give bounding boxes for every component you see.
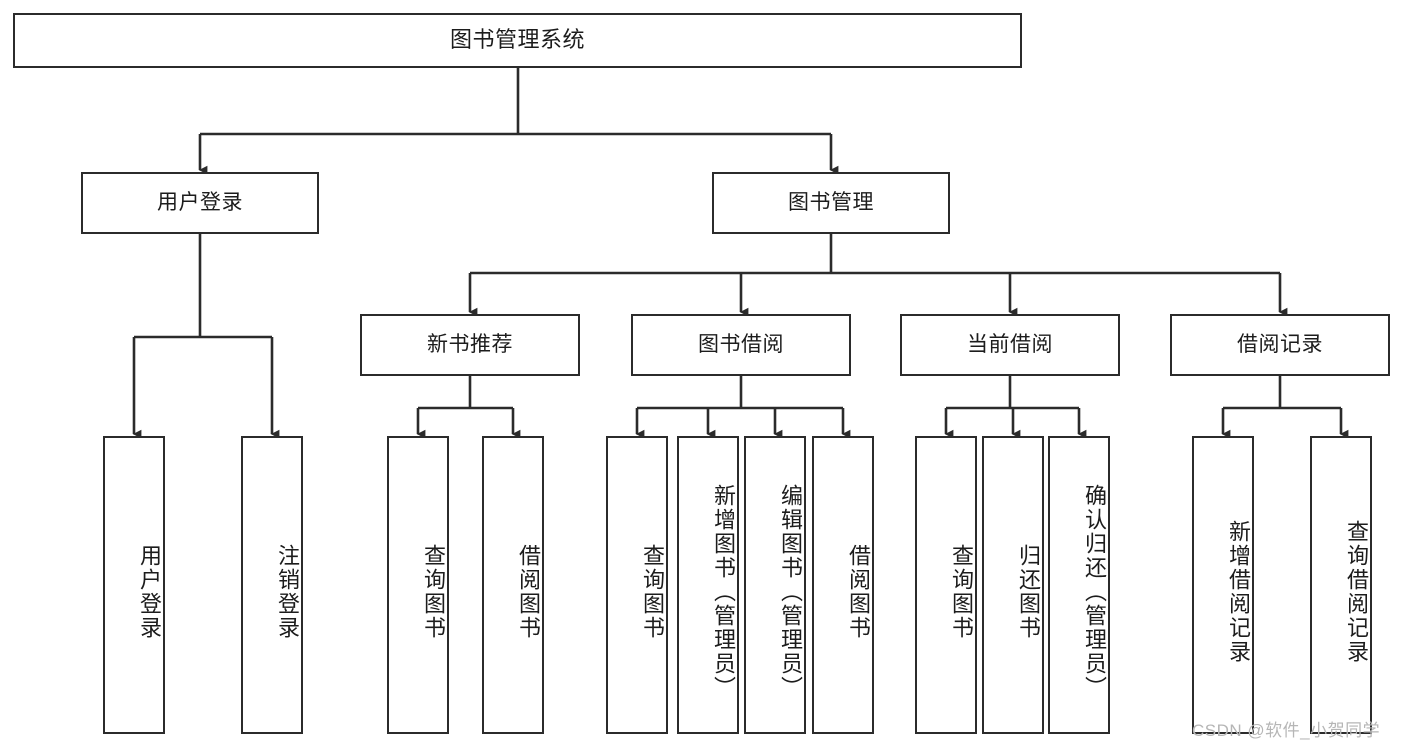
- node-borrowing-records[interactable]: 借阅记录: [1170, 314, 1390, 376]
- leaf-add-book-admin[interactable]: 新增图书（管理员）: [677, 436, 739, 734]
- leaf-query-books-new[interactable]: 查询图书: [387, 436, 449, 734]
- node-current-borrowing[interactable]: 当前借阅: [900, 314, 1120, 376]
- leaf-edit-book-admin[interactable]: 编辑图书（管理员）: [744, 436, 806, 734]
- leaf-query-books-current[interactable]: 查询图书: [915, 436, 977, 734]
- node-new-book-recommendation[interactable]: 新书推荐: [360, 314, 580, 376]
- leaf-borrow-books[interactable]: 借阅图书: [812, 436, 874, 734]
- node-book-management[interactable]: 图书管理: [712, 172, 950, 234]
- node-user-login[interactable]: 用户登录: [81, 172, 319, 234]
- leaf-user-login[interactable]: 用户登录: [103, 436, 165, 734]
- leaf-query-books-borrow[interactable]: 查询图书: [606, 436, 668, 734]
- leaf-return-books[interactable]: 归还图书: [982, 436, 1044, 734]
- node-book-borrowing[interactable]: 图书借阅: [631, 314, 851, 376]
- leaf-query-borrow-record[interactable]: 查询借阅记录: [1310, 436, 1372, 734]
- leaf-confirm-return-admin[interactable]: 确认归还（管理员）: [1048, 436, 1110, 734]
- csdn-watermark: CSDN @软件_小贺同学: [1192, 721, 1381, 740]
- node-root-library-system[interactable]: 图书管理系统: [13, 13, 1022, 68]
- leaf-logout[interactable]: 注销登录: [241, 436, 303, 734]
- leaf-add-borrow-record[interactable]: 新增借阅记录: [1192, 436, 1254, 734]
- leaf-borrow-books-new[interactable]: 借阅图书: [482, 436, 544, 734]
